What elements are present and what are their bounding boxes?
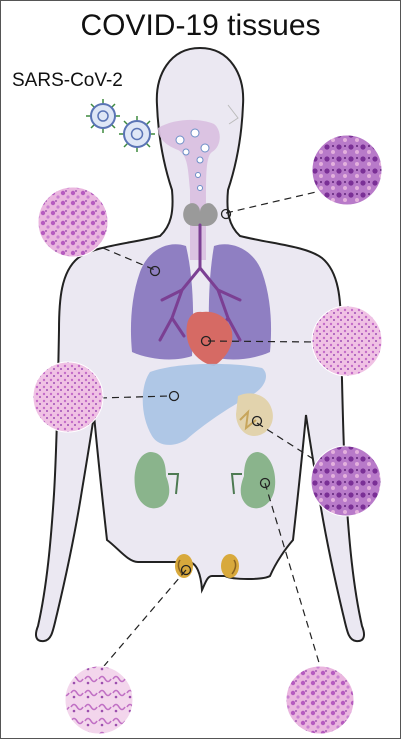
tissue-lung (38, 187, 108, 257)
virus-icon-1 (86, 99, 120, 133)
tissue-kidney (286, 666, 354, 734)
tissue-testis (65, 666, 133, 734)
tissue-liver (33, 362, 103, 432)
tissue-pancreas (311, 446, 381, 516)
tissue-heart (312, 306, 382, 376)
virus-icon-2 (119, 116, 155, 152)
tissue-thyroid (312, 135, 382, 205)
